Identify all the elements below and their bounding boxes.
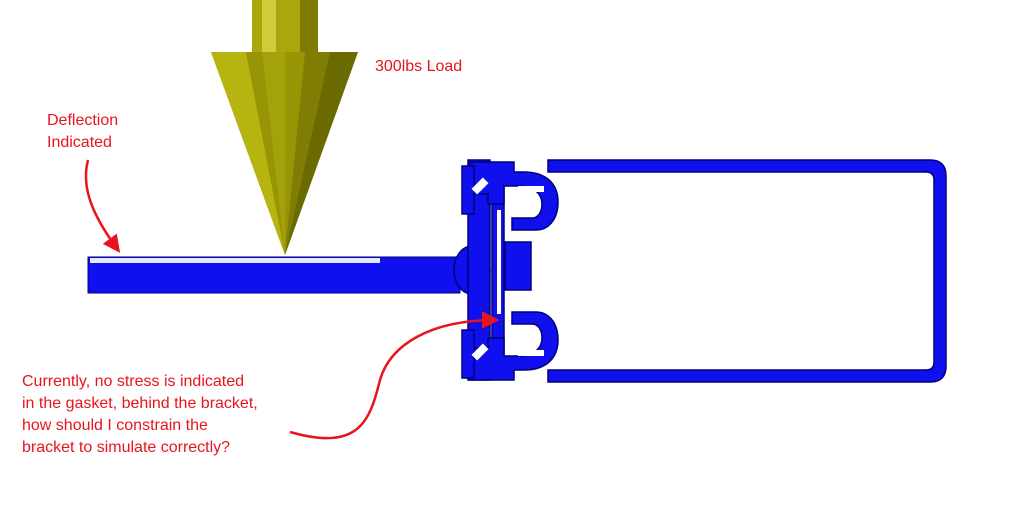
- load-arrow-cone-facet-light: [211, 52, 285, 255]
- clamp-details: [471, 177, 544, 361]
- load-arrow-cone-facet-dark: [285, 52, 358, 255]
- deflection-gap: [90, 258, 380, 263]
- load-label: 300lbs Load: [375, 58, 463, 75]
- gasket-question-label: Currently, no stress is indicated in the…: [22, 373, 258, 456]
- deflection-pointer-icon: [84, 159, 121, 253]
- gasket-pointer-icon: [289, 311, 500, 440]
- load-arrow-shaft-highlight: [262, 0, 276, 52]
- load-arrow-icon: [211, 0, 358, 255]
- load-arrow-shaft-shade: [300, 0, 318, 52]
- bracket-bar: [87, 256, 461, 294]
- deflection-label: Deflection Indicated: [47, 112, 119, 151]
- clamp-assembly: [453, 159, 947, 383]
